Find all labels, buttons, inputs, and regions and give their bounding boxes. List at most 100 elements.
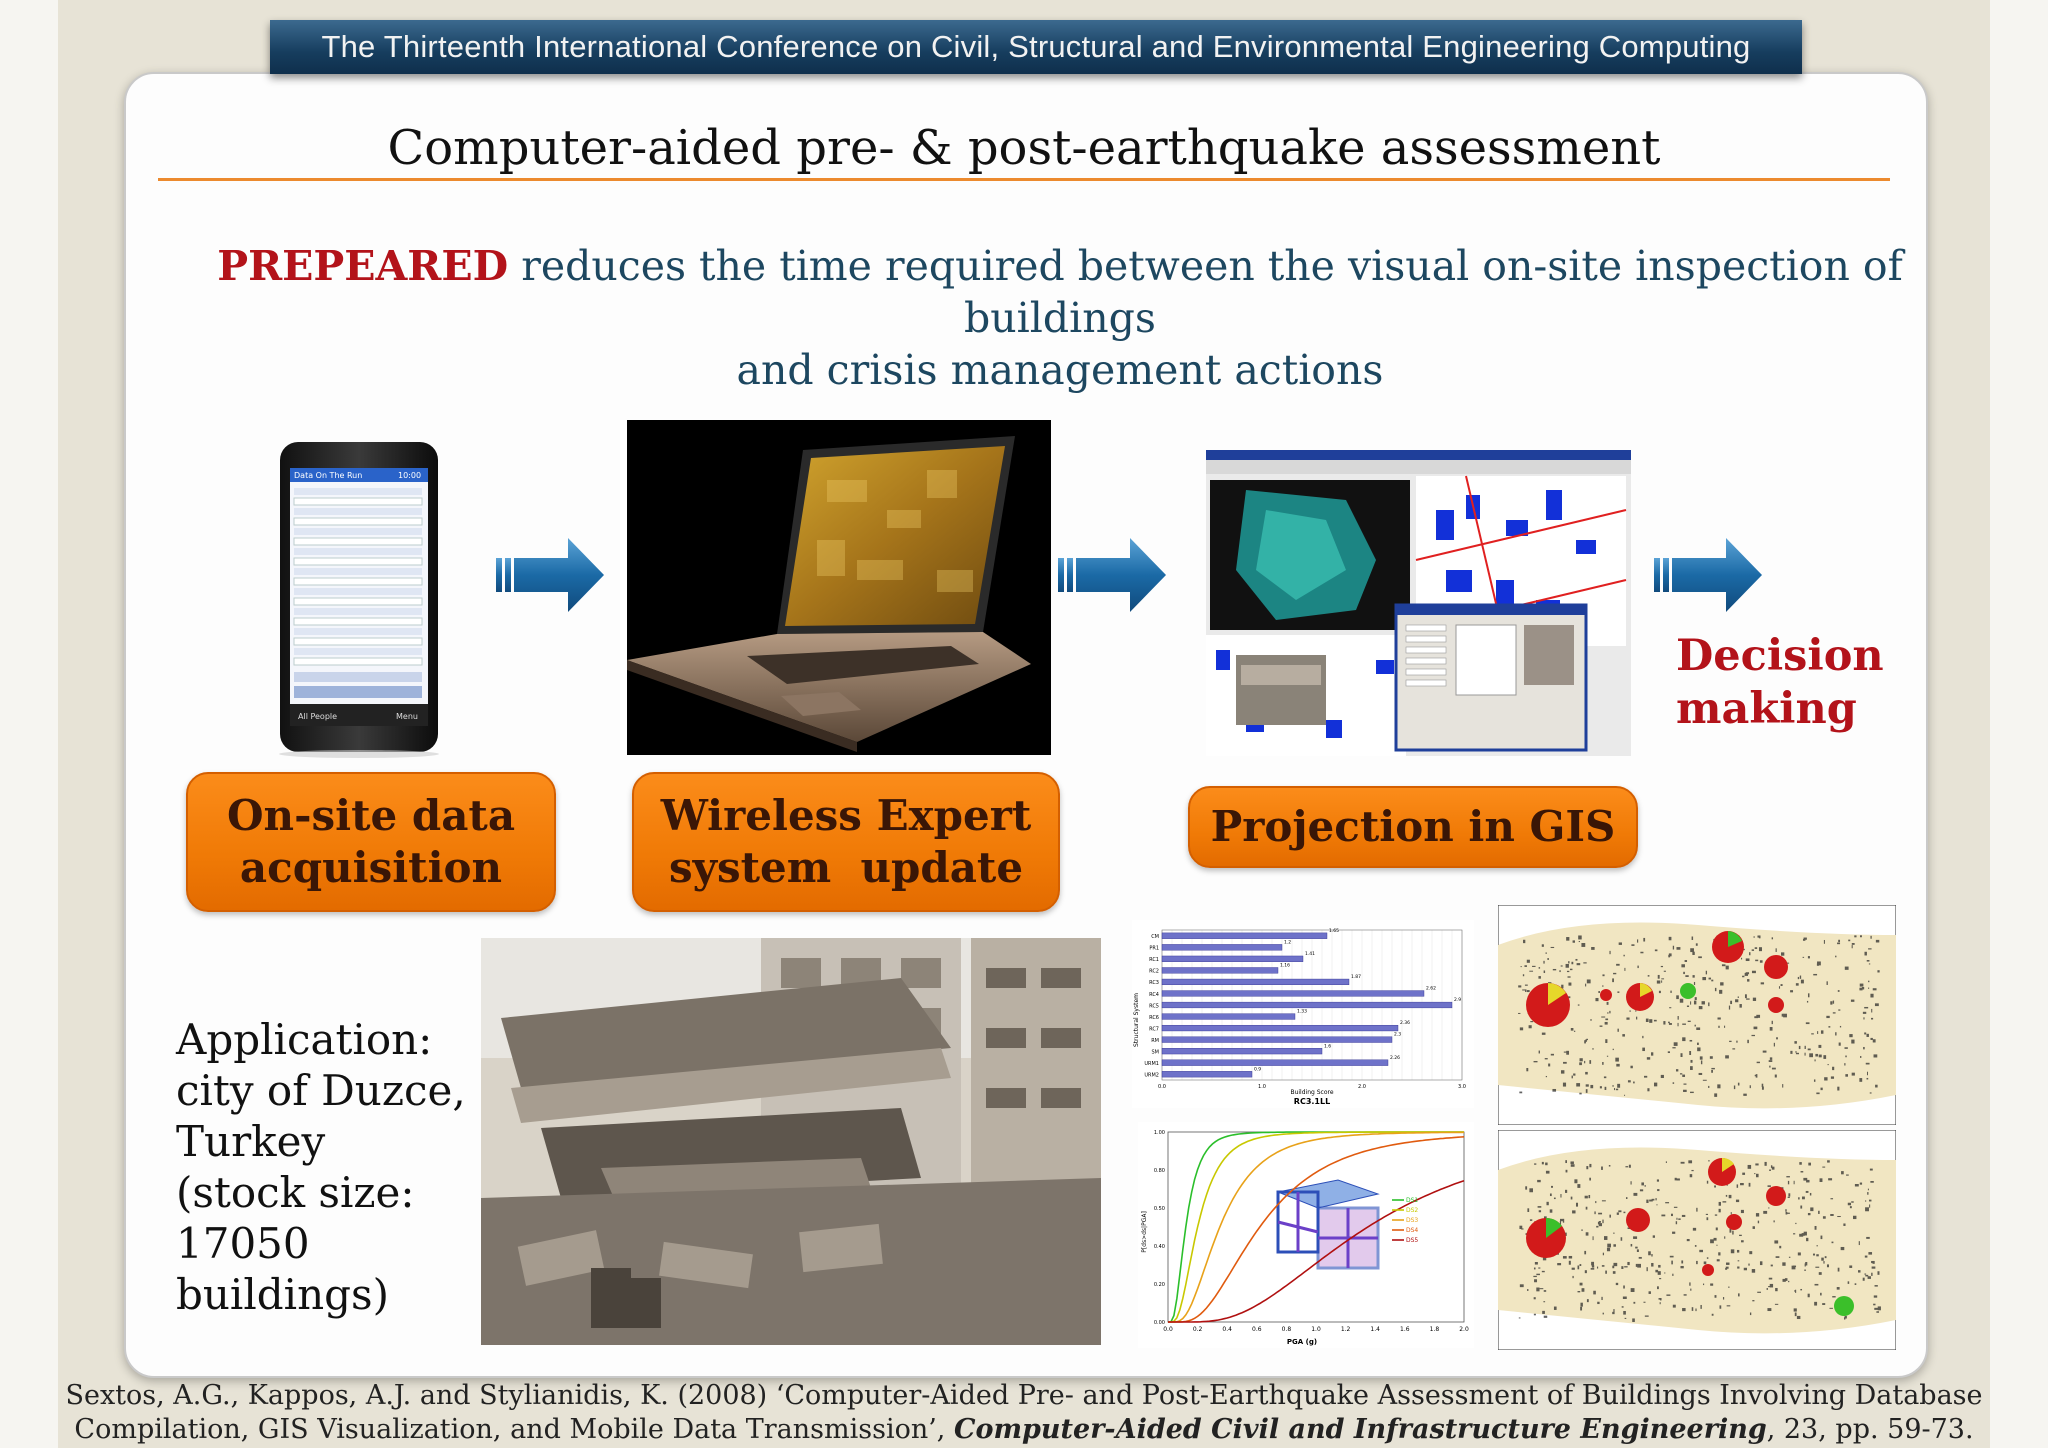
fragility-xtick-label: 1.0 [1311,1326,1321,1333]
application-text: Application: city of Duzce, Turkey (stoc… [176,1014,466,1320]
brand-name: PREPEARED [217,242,509,290]
slide-title: Computer-aided pre- & post-earthquake as… [387,120,1661,176]
fragility-xtick-label: 0.8 [1282,1326,1292,1333]
fragility-curve [1168,1131,1465,1323]
bar [1161,967,1279,974]
bar-value-label: 1.41 [1305,951,1315,957]
fragility-xtick-label: 1.6 [1400,1326,1410,1333]
bar [1161,932,1328,939]
intro-line-1-rest: reduces the time required between the vi… [508,242,1903,342]
bar-category-label: CM [1151,934,1159,940]
bar [1161,955,1304,962]
bar [1161,978,1350,986]
bar-chart-ylabel: Structural System [1133,993,1140,1047]
fragility-xtick-label: 1.2 [1341,1326,1351,1333]
bar-value-label: 1.87 [1351,974,1361,980]
fragility-xtick-label: 0.2 [1193,1326,1203,1333]
bar-chart-xlabel: Building Score [1290,1089,1333,1096]
title-underline [158,178,1890,181]
phone-header: Data On The Run [294,471,362,480]
fragility-ytick-label: 0.80 [1154,1168,1165,1174]
application-line: Application: [176,1015,433,1064]
step-1-line-2: acquisition [239,843,503,892]
fragility-curve [1168,1179,1465,1323]
bar-category-label: RC5 [1149,1003,1159,1009]
step-projection-in-gis: Projection in GIS [1188,786,1638,868]
bar-value-label: 2.9 [1454,997,1461,1003]
laptop-image [627,420,1051,755]
bar-xtick-label: 2.0 [1358,1084,1366,1090]
fragility-ytick-label: 0.50 [1154,1206,1165,1212]
bar-category-label: RC1 [1149,957,1159,963]
bar-value-label: 1.2 [1284,939,1291,945]
bar-value-label: 2.26 [1390,1055,1400,1061]
application-line: (stock size: [176,1168,415,1217]
fragility-xtick-label: 1.4 [1370,1326,1380,1333]
intro-line-1: PREPEARED reduces the time required betw… [160,240,1960,344]
intro-text: PREPEARED reduces the time required betw… [160,240,1960,396]
bar-value-label: 2.62 [1426,986,1436,992]
bar-xtick-label: 1.0 [1258,1084,1266,1090]
fragility-xtick-label: 2.0 [1459,1326,1469,1333]
bar-category-label: RC2 [1149,969,1159,975]
decision-line-2: making [1676,684,1857,734]
building-score-bar-chart: CM1.65PR11.2RC11.41RC21.16RC31.87RC42.62… [1132,920,1474,1108]
citation-line-2: Compilation, GIS Visualization, and Mobi… [58,1413,1990,1447]
right-arrow-icon [496,538,604,612]
bar-xtick-label: 3.0 [1458,1084,1466,1090]
bar-category-label: RC6 [1149,1015,1159,1021]
fragility-xtick-label: 0.4 [1222,1326,1232,1333]
bar [1161,1001,1453,1009]
application-line: city of Duzce, [176,1066,466,1115]
bar-category-label: PR1 [1149,946,1159,952]
bar-category-label: RC7 [1149,1026,1159,1032]
legend-label: DS5 [1406,1237,1418,1244]
bar-value-label: 1.65 [1329,928,1339,934]
legend-label: DS2 [1406,1207,1418,1214]
damage-map-1 [1498,905,1896,1125]
bar-value-label: 2.3 [1394,1032,1401,1038]
bar [1161,1036,1393,1043]
bar-value-label: 1.33 [1297,1009,1307,1015]
bar [1161,1048,1323,1055]
citation: Sextos, A.G., Kappos, A.J. and Stylianid… [58,1379,1990,1447]
bar [1161,1013,1296,1020]
phone-footer-right: Menu [396,712,418,721]
fragility-xtick-label: 0.6 [1252,1326,1262,1333]
bar-category-label: RC3 [1149,980,1159,986]
damage-map-2 [1498,1130,1896,1350]
phone-form-rows [293,488,423,698]
bar [1161,1071,1253,1078]
building-frame-3d-icon [1276,1179,1380,1270]
gis-screenshots-image [1206,450,1631,756]
phone-status: 10:00 [398,471,421,480]
step-2-line-2: system update [668,843,1024,892]
fragility-curve [1168,1136,1465,1323]
smartphone-image: Data On The Run 10:00 All People Menu [279,442,439,758]
bar-xtick-label: 0.0 [1158,1084,1166,1090]
fragility-xtick-label: 0.0 [1163,1326,1173,1333]
bar-value-label: 1.16 [1280,963,1290,969]
bar-chart-title: RC3.1LL [1294,1097,1330,1106]
application-line: Turkey [176,1117,326,1166]
conference-banner: The Thirteenth International Conference … [270,20,1802,74]
legend-label: DS3 [1406,1217,1418,1224]
fragility-xlabel: PGA (g) [1287,1338,1317,1346]
right-margin [1990,0,2048,1448]
bar-category-label: URM2 [1144,1073,1159,1079]
fragility-ytick-label: 1.00 [1154,1130,1165,1136]
citation-journal: Computer-Aided Civil and Infrastructure … [953,1414,1767,1445]
collapsed-building-photo [481,938,1101,1345]
application-line: 17050 [176,1219,310,1268]
bar-category-label: SM [1152,1049,1160,1055]
banner-text: The Thirteenth International Conference … [321,29,1751,64]
fragility-curve [1168,1131,1464,1323]
left-margin [0,0,58,1448]
bar-value-label: 1.6 [1324,1043,1331,1049]
application-line: buildings) [176,1270,389,1319]
bar [1161,1059,1389,1066]
fragility-ytick-label: 0.40 [1154,1244,1165,1250]
bar-category-label: RM [1151,1038,1159,1044]
